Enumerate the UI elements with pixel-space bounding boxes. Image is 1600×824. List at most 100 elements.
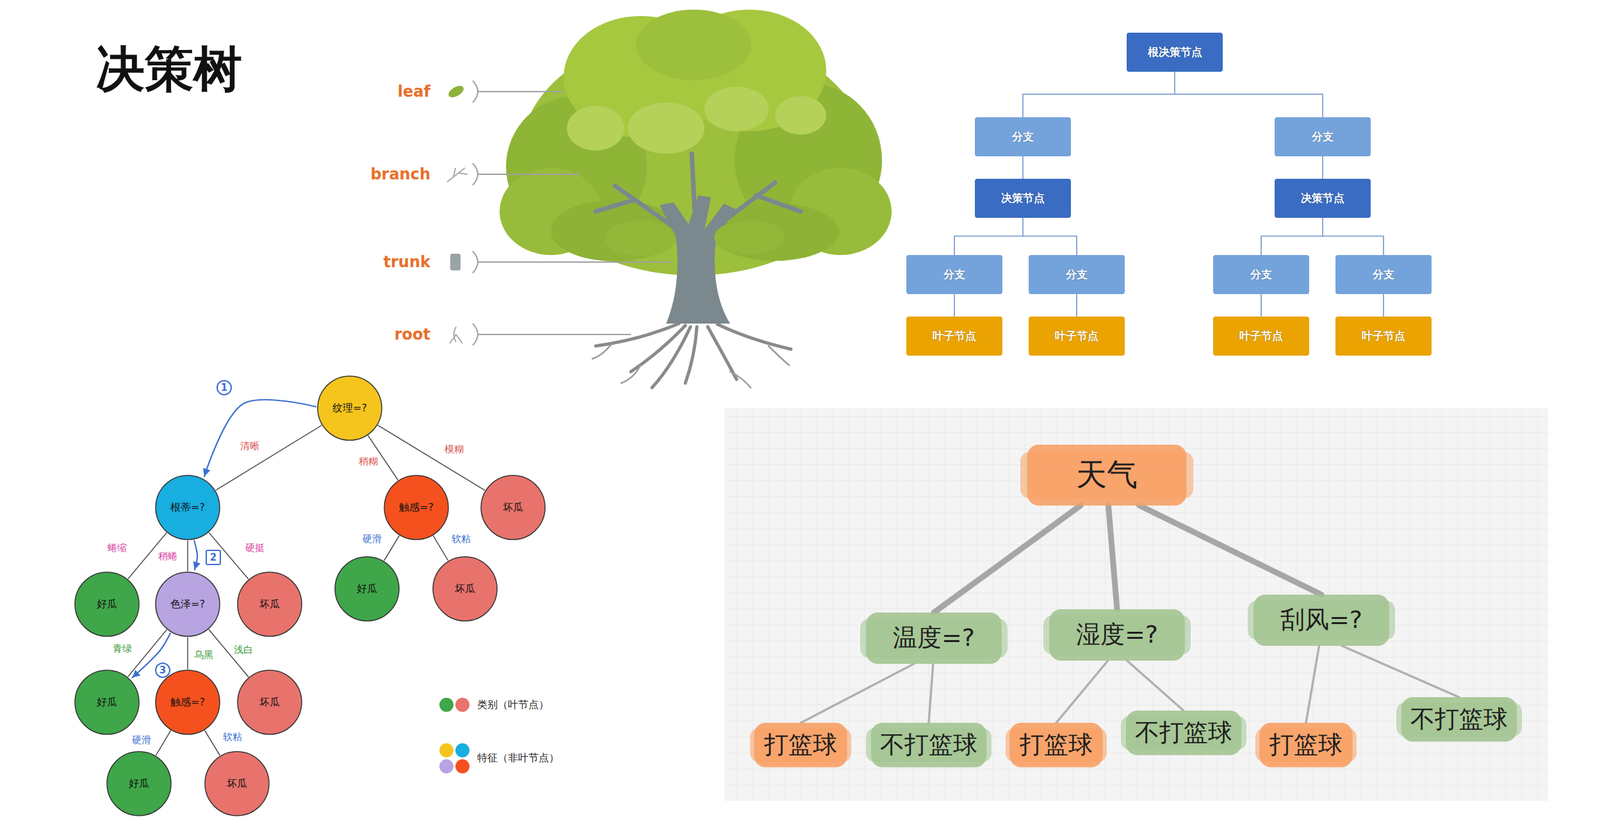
node-text: 好瓜 — [96, 597, 118, 610]
legend-sample — [455, 742, 470, 758]
legend-samples — [439, 697, 470, 774]
grid-paper — [724, 408, 1549, 801]
split-line — [433, 536, 449, 561]
split-line — [384, 535, 400, 560]
node-text: 坏瓜 — [502, 500, 524, 514]
node-text: 好瓜 — [96, 695, 118, 708]
branch-line — [1322, 156, 1324, 179]
node-text: 好瓜 — [356, 582, 378, 595]
circle-shape — [317, 375, 382, 441]
part-label: leaf — [397, 82, 431, 101]
brush-line — [933, 505, 1082, 613]
edge-label: 硬滑 — [130, 734, 153, 747]
node-text: 分支 — [1065, 267, 1088, 281]
callout-number: 3 — [155, 662, 171, 678]
split-line — [156, 730, 172, 756]
node-text: 触感=? — [399, 500, 434, 514]
node-text: 湿度=? — [1076, 620, 1159, 650]
brush-stroke — [1005, 728, 1107, 763]
branch-box: 分支 — [1335, 254, 1432, 294]
brush-line — [1056, 660, 1109, 723]
leaf-node: 叶子节点 — [1335, 316, 1432, 356]
root-feature-blob: 天气 — [1020, 444, 1194, 506]
brush-stroke — [1027, 444, 1187, 506]
step-arrow — [204, 399, 316, 477]
edge-label: 硬滑 — [361, 532, 384, 546]
crown — [605, 220, 676, 257]
node-text: 叶子节点 — [1054, 329, 1099, 343]
node-text: 触感=? — [170, 695, 205, 708]
decision-node: 决策节点 — [1274, 178, 1371, 218]
brush-stroke — [1049, 609, 1185, 661]
feature-blob: 湿度=? — [1043, 609, 1191, 661]
paper-ground — [724, 408, 1549, 801]
branch-line — [1260, 293, 1262, 317]
step-arrow — [131, 633, 170, 678]
node-text: 坏瓜 — [454, 582, 476, 595]
rootlets — [592, 343, 790, 388]
brush-line — [928, 663, 934, 723]
branch-line — [953, 293, 956, 317]
brush-stroke — [1255, 728, 1357, 763]
edge-label: 软粘 — [221, 730, 244, 743]
circle-shape — [481, 475, 546, 540]
brush-line — [1138, 505, 1322, 596]
class-circle: 好瓜 — [334, 555, 400, 622]
part-label: root — [394, 325, 431, 344]
outcome-blob: 不打篮球 — [1396, 696, 1522, 742]
split-line — [187, 637, 189, 669]
feature-circle: 触感=? — [383, 474, 449, 540]
node-text: 不打篮球 — [1134, 718, 1233, 748]
node-text: 分支 — [1311, 130, 1334, 143]
leaf-node: 叶子节点 — [1028, 316, 1125, 356]
circle-shape — [432, 556, 498, 621]
feature-circle: 触感=? — [155, 669, 221, 735]
root-decision-node: 根决策节点 — [1126, 32, 1223, 72]
circle-shape — [384, 475, 449, 540]
brush-stroke — [1401, 696, 1517, 742]
legend-sample — [439, 759, 454, 774]
branch-line — [1022, 156, 1024, 179]
edge-label: 清晰 — [238, 440, 261, 453]
legend-sample — [439, 697, 454, 712]
split-line — [215, 425, 321, 490]
split-line — [204, 730, 220, 755]
trunk-pointer — [472, 251, 672, 273]
leaf-node: 叶子节点 — [906, 316, 1003, 356]
legend-sample — [455, 697, 470, 712]
node-text: 坏瓜 — [226, 776, 248, 790]
feature-circle: 纹理=? — [317, 375, 383, 441]
branch-line — [954, 217, 1023, 255]
node-text: 叶子节点 — [1239, 329, 1283, 343]
class-circle: 好瓜 — [106, 750, 172, 817]
edge-label: 稍糊 — [357, 455, 380, 468]
brush-stroke — [865, 612, 1002, 664]
brush-stroke — [865, 728, 992, 763]
branch-line — [1261, 217, 1323, 255]
node-text: 不打篮球 — [1410, 704, 1508, 735]
branch-box: 分支 — [1028, 254, 1125, 294]
circle-shape — [155, 475, 220, 540]
legend-text: 类别（叶节点） — [477, 698, 549, 712]
part-label: trunk — [383, 253, 431, 271]
brush-stroke — [1120, 716, 1247, 751]
roots — [595, 323, 792, 388]
node-text: 坏瓜 — [259, 695, 280, 708]
node-text: 根决策节点 — [1147, 45, 1203, 59]
crown-light — [704, 86, 769, 132]
decision-node: 决策节点 — [974, 178, 1071, 218]
branch-line — [1076, 293, 1078, 317]
leaf-icon — [446, 83, 466, 100]
node-text: 分支 — [1012, 130, 1034, 143]
node-text: 好瓜 — [128, 776, 150, 790]
node-text: 天气 — [1076, 456, 1138, 494]
branch-line — [1382, 293, 1385, 317]
brush-stroke — [871, 722, 987, 768]
circle-shape — [237, 669, 302, 735]
legend-text: 特征（非叶节点） — [477, 751, 560, 765]
brush-line — [1341, 645, 1460, 697]
callout-number: 1 — [216, 379, 232, 396]
crown — [714, 220, 785, 254]
crown-light — [775, 96, 827, 135]
edge-label: 稍蜷 — [156, 550, 179, 563]
